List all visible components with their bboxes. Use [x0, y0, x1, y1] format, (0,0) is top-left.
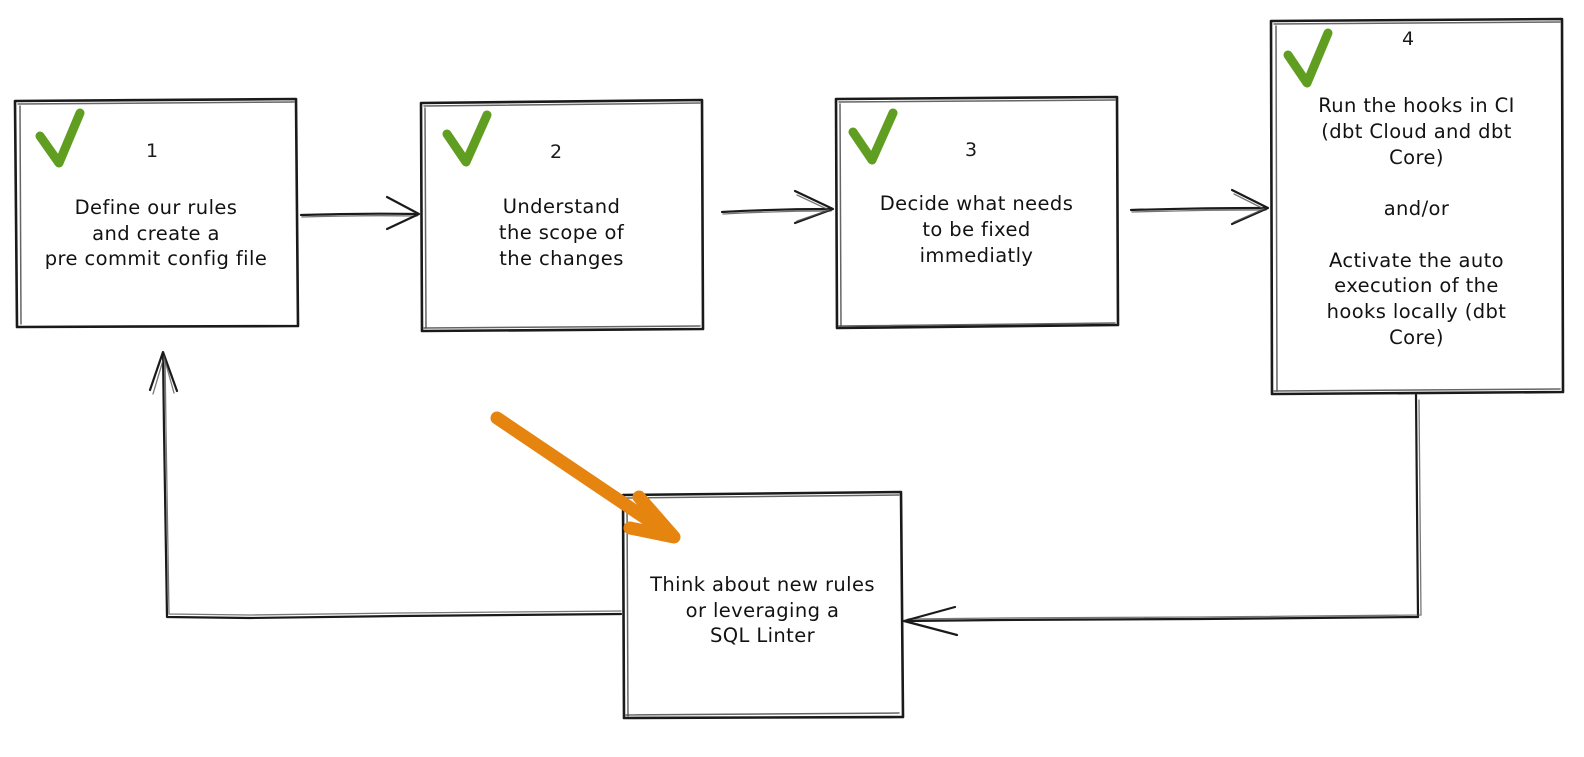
connector-step-2-to-step-3: [720, 189, 835, 225]
node-step-4-label: Run the hooks in CI (dbt Cloud and dbt C…: [1318, 94, 1515, 349]
node-step-3-shape[interactable]: [834, 95, 1120, 330]
node-step-1-label: Define our rules and create a pre commit…: [44, 195, 268, 271]
node-step-5-label: Think about new rules or leveraging a SQ…: [650, 572, 875, 648]
node-step-1-shape[interactable]: [13, 97, 300, 329]
node-step-2-number: 2: [550, 141, 563, 163]
connector-step-1-to-step-2: [299, 195, 421, 231]
node-step-4-shape[interactable]: [1269, 17, 1565, 396]
node-step-3-number: 3: [965, 139, 978, 161]
connector-step-3-to-step-4: [1129, 188, 1270, 226]
check-icon-step-4: [1283, 28, 1333, 88]
connector-step-4-to-step-5: [902, 393, 1422, 637]
node-step-2-shape[interactable]: [419, 98, 705, 333]
node-step-4-number: 4: [1402, 28, 1415, 50]
node-step-3[interactable]: Decide what needs to be fixed immediatly: [835, 97, 1118, 327]
node-step-5-shape[interactable]: [621, 490, 905, 720]
node-step-1[interactable]: Define our rules and create a pre commit…: [14, 100, 298, 327]
orange-highlight-arrow: [490, 411, 681, 544]
node-step-4[interactable]: Run the hooks in CI (dbt Cloud and dbt C…: [1270, 20, 1563, 394]
node-step-5[interactable]: Think about new rules or leveraging a SQ…: [622, 493, 903, 718]
check-icon-step-3: [848, 108, 898, 165]
node-step-2-label: Understand the scope of the changes: [498, 195, 625, 270]
check-icon-step-2: [442, 110, 492, 167]
node-step-2[interactable]: Understand the scope of the changes: [420, 100, 703, 330]
node-step-3-label: Decide what needs to be fixed immediatly: [879, 192, 1074, 267]
node-step-1-number: 1: [146, 140, 159, 162]
check-icon-step-1: [35, 108, 85, 168]
connector-step-5-to-step-1: [148, 350, 623, 620]
